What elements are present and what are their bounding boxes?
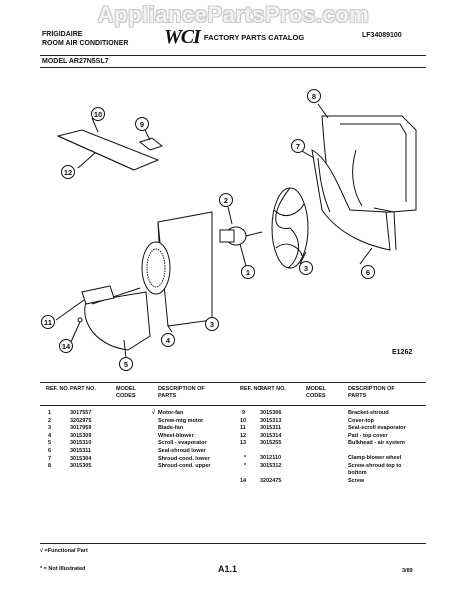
svg-text:7: 7 <box>296 142 300 151</box>
col-header-model-left: MODEL CODES <box>116 386 136 399</box>
model-rule <box>40 67 426 68</box>
figure-code: E1262 <box>392 349 412 356</box>
col-header-model-right: MODEL CODES <box>306 386 326 399</box>
callout-3-bulkhead: 3 <box>205 317 219 331</box>
page-code: A1.1 <box>218 564 238 574</box>
callout-2: 2 <box>219 193 233 207</box>
callout-12: 12 <box>61 165 75 179</box>
svg-text:5: 5 <box>124 360 128 369</box>
legend-functional: √ =Functional Part <box>40 548 88 554</box>
callout-4: 4 <box>161 333 175 347</box>
header-rule <box>40 55 426 56</box>
svg-text:6: 6 <box>366 268 370 277</box>
watermark-text: AppliancePartsPros.com <box>97 2 370 27</box>
col-header-desc-right: DESCRIPTION OF PARTS <box>348 386 395 399</box>
brand-block: FRIGIDAIRE ROOM AIR CONDITIONER <box>42 30 128 48</box>
blower-wheel-shape <box>141 241 171 295</box>
legend-not-illustrated: * = Not Illustrated <box>40 566 86 572</box>
model-label: MODEL AR27N5SL7 <box>42 58 109 65</box>
table-top-rule <box>40 382 426 383</box>
scroll-shape <box>84 291 151 351</box>
svg-text:12: 12 <box>64 168 72 177</box>
catalog-title: WCI FACTORY PARTS CATALOG <box>164 27 304 47</box>
product-name: ROOM AIR CONDITIONER <box>42 40 129 47</box>
svg-text:2: 2 <box>224 196 228 205</box>
callout-5: 5 <box>119 357 133 371</box>
brand-name: FRIGIDAIRE <box>42 31 83 38</box>
col-header-desc-left: DESCRIPTION OF PARTS <box>158 386 205 399</box>
lower-shroud-shape <box>311 149 391 251</box>
svg-text:10: 10 <box>94 110 102 119</box>
callout-7: 7 <box>291 139 305 153</box>
callout-11: 11 <box>41 315 55 329</box>
catalog-date: 3/89 <box>402 568 413 574</box>
pad-shape <box>138 137 164 151</box>
callout-9: 9 <box>135 117 149 131</box>
callout-10: 10 <box>91 107 105 121</box>
callout-3-blade: 3 <box>299 261 313 275</box>
callout-6: 6 <box>361 265 375 279</box>
col-header-ref-left: REF. NO. <box>46 386 70 392</box>
table-row: bottom <box>348 470 367 477</box>
svg-text:9: 9 <box>140 120 144 129</box>
doc-number: LF34089100 <box>362 32 402 39</box>
svg-text:3: 3 <box>304 264 308 273</box>
fan-blade-shape <box>271 187 309 269</box>
svg-text:1: 1 <box>246 268 250 277</box>
col-header-ref-right: REF. NO. <box>240 386 264 392</box>
callout-8: 8 <box>307 89 321 103</box>
wci-logo: WCI <box>164 26 201 48</box>
exploded-parts-diagram: 10 9 12 8 7 2 1 3 6 11 4 3 14 5 E1262 <box>41 89 417 371</box>
svg-text:11: 11 <box>44 318 52 327</box>
svg-text:14: 14 <box>62 342 71 351</box>
footer-rule <box>40 543 426 544</box>
callout-1: 1 <box>241 265 255 279</box>
catalog-label: FACTORY PARTS CATALOG <box>203 32 305 42</box>
table-header-rule <box>40 405 426 406</box>
top-cover-shape <box>56 129 160 171</box>
callout-14: 14 <box>59 339 73 353</box>
svg-text:8: 8 <box>312 92 316 101</box>
svg-text:3: 3 <box>210 320 214 329</box>
col-header-part-right: PART NO. <box>260 386 286 392</box>
svg-text:4: 4 <box>166 336 171 345</box>
col-header-part-left: PART NO. <box>70 386 96 392</box>
